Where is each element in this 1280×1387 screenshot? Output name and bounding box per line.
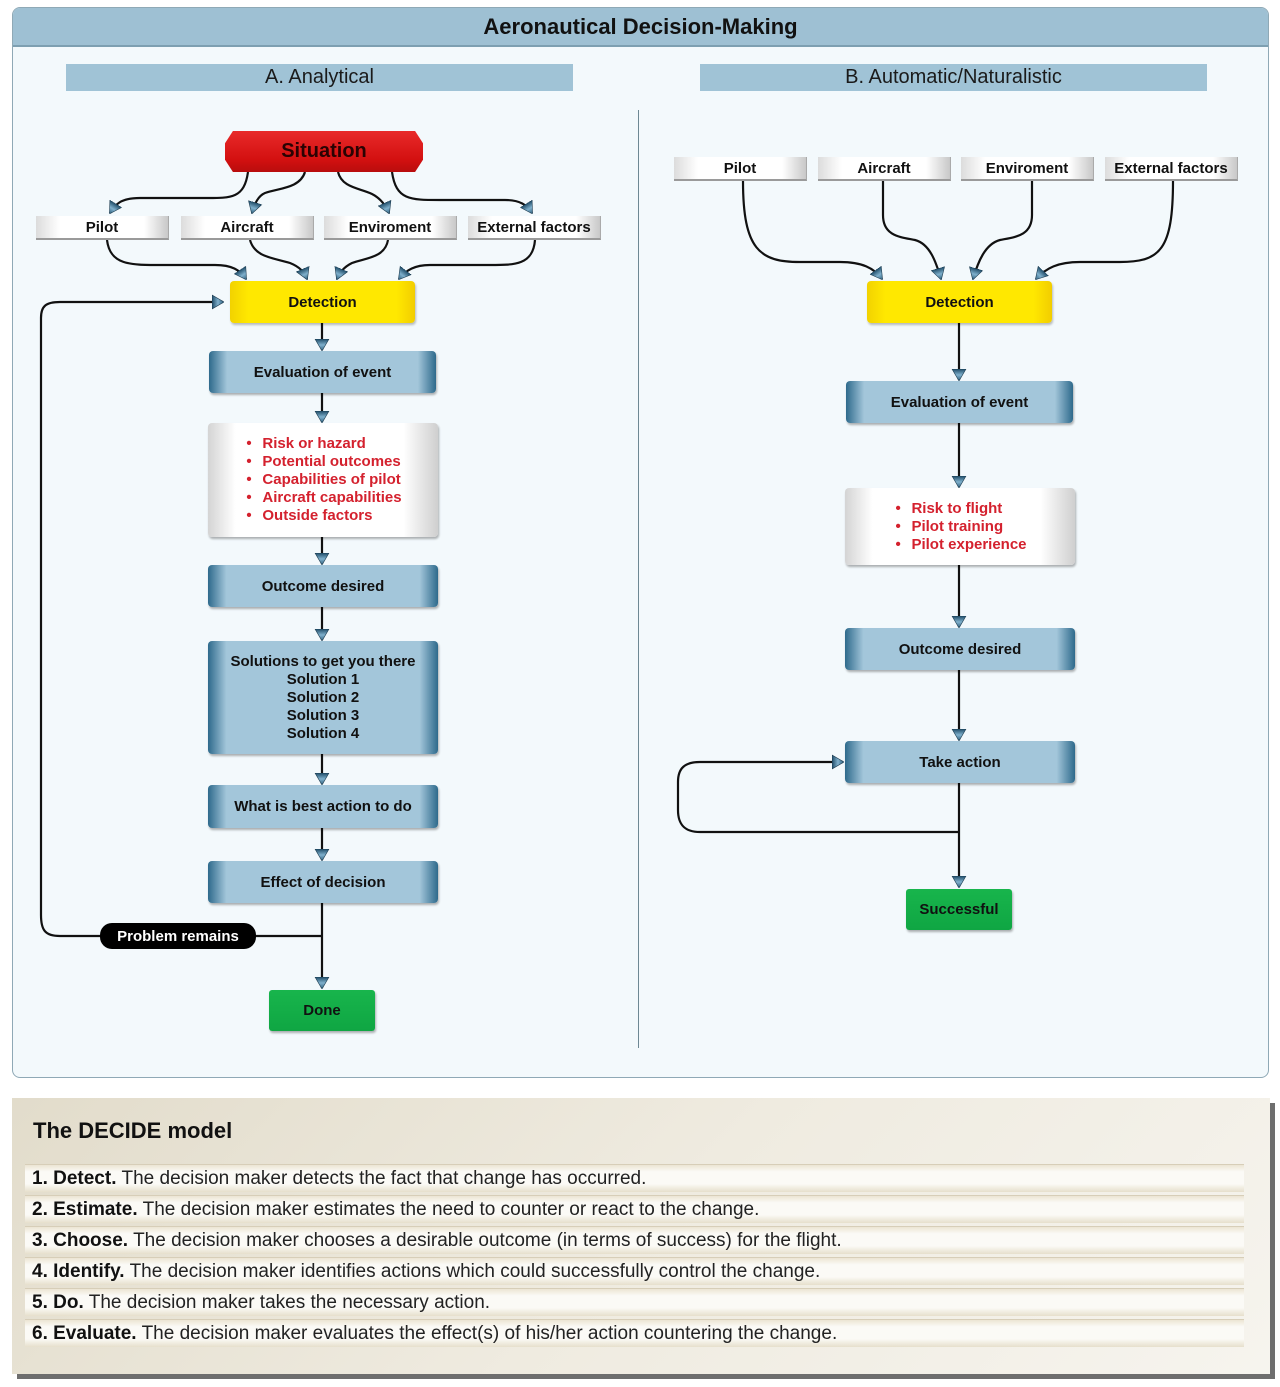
connector-aircraft-detection	[248, 239, 307, 279]
consideration-item: Risk to flight	[895, 500, 1026, 518]
solutions-node: Solutions to get you there Solution 1 So…	[208, 641, 438, 754]
done-node: Done	[269, 990, 375, 1031]
connector-situation-pilot	[109, 171, 250, 213]
decide-step: 2. Estimate.The decision maker estimates…	[25, 1195, 1244, 1223]
solution-item: Solution 2	[286, 688, 360, 706]
decide-step-label: 5. Do.	[32, 1291, 84, 1313]
r-factor-pilot: Pilot	[674, 157, 807, 181]
consideration-item: Pilot experience	[895, 536, 1026, 554]
effect-node: Effect of decision	[208, 861, 438, 903]
decide-title: The DECIDE model	[33, 1118, 233, 1143]
decide-step-label: 4. Identify.	[32, 1260, 125, 1282]
connector-r-enviroment-detection	[973, 181, 1034, 279]
decide-step-text: The decision maker takes the necessary a…	[88, 1291, 491, 1313]
consideration-item: Risk or hazard	[246, 435, 401, 453]
r-detection-node: Detection	[867, 281, 1052, 323]
decide-step-label: 6. Evaluate.	[32, 1322, 137, 1344]
decide-model-panel: The DECIDE model 1. Detect.The decision …	[12, 1098, 1270, 1374]
consideration-item: Outside factors	[246, 507, 401, 525]
r-factor-enviroment: Enviroment	[961, 157, 1094, 181]
section-divider	[638, 110, 639, 1048]
connector-pilot-detection	[105, 239, 247, 279]
outcome-node: Outcome desired	[208, 565, 438, 607]
connector-situation-aircraft	[252, 171, 307, 213]
decide-step-text: The decision maker chooses a desirable o…	[133, 1229, 842, 1251]
flow-connectors	[39, 171, 1175, 1090]
successful-node: Successful	[906, 889, 1012, 930]
best-action-node: What is best action to do	[208, 785, 438, 828]
detection-node: Detection	[230, 281, 415, 323]
diagram-title: Aeronautical Decision-Making	[13, 8, 1268, 47]
problem-remains-label: Problem remains	[100, 923, 256, 949]
connector-external-detection	[399, 239, 537, 279]
consideration-item: Potential outcomes	[246, 453, 401, 471]
r-considerations-node: Risk to flight Pilot training Pilot expe…	[845, 488, 1075, 565]
decide-step-text: The decision maker identifies actions wh…	[129, 1260, 821, 1282]
consideration-item: Pilot training	[895, 518, 1026, 536]
decide-step-text: The decision maker estimates the need to…	[142, 1198, 760, 1220]
connector-r-aircraft-detection	[881, 181, 941, 279]
r-factor-external-factors: External factors	[1105, 157, 1238, 181]
analytical-header: A. Analytical	[66, 64, 573, 91]
factor-aircraft: Aircraft	[181, 216, 314, 240]
naturalistic-header: B. Automatic/Naturalistic	[700, 64, 1207, 91]
connector-situation-external	[390, 171, 533, 213]
take-action-node: Take action	[845, 741, 1075, 783]
solution-item: Solution 3	[286, 706, 360, 724]
connector-enviroment-detection	[337, 239, 390, 279]
factor-pilot: Pilot	[36, 216, 169, 240]
situation-node: Situation	[225, 131, 423, 172]
evaluation-node: Evaluation of event	[209, 351, 436, 393]
r-outcome-node: Outcome desired	[845, 628, 1075, 670]
factor-external-factors: External factors	[468, 216, 601, 240]
consideration-item: Capabilities of pilot	[246, 471, 401, 489]
decide-step-label: 3. Choose.	[32, 1229, 129, 1251]
consideration-item: Aircraft capabilities	[246, 489, 401, 507]
decide-step-label: 1. Detect.	[32, 1167, 117, 1189]
connector-problem-loop	[39, 302, 322, 938]
decide-step: 5. Do.The decision maker takes the neces…	[25, 1288, 1244, 1316]
decide-step-text: The decision maker evaluates the effect(…	[141, 1322, 838, 1344]
r-evaluation-node: Evaluation of event	[846, 381, 1073, 423]
considerations-node: Risk or hazard Potential outcomes Capabi…	[208, 423, 438, 537]
connector-r-pilot-detection	[741, 180, 882, 279]
decide-step-text: The decision maker detects the fact that…	[121, 1167, 647, 1189]
decide-step: 3. Choose.The decision maker chooses a d…	[25, 1226, 1244, 1254]
factor-enviroment: Enviroment	[324, 216, 457, 240]
r-factor-aircraft: Aircraft	[818, 157, 951, 181]
connector-r-action-loop	[676, 762, 959, 834]
connector-r-external-detection	[1036, 180, 1175, 279]
connector-situation-enviroment	[336, 171, 389, 213]
decide-step: 6. Evaluate.The decision maker evaluates…	[25, 1319, 1244, 1347]
decide-step-label: 2. Estimate.	[32, 1198, 138, 1220]
decide-step: 1. Detect.The decision maker detects the…	[25, 1164, 1244, 1192]
solution-item: Solution 4	[286, 724, 360, 742]
solution-item: Solution 1	[286, 670, 360, 688]
solutions-title: Solutions to get you there	[230, 652, 416, 670]
decide-step: 4. Identify.The decision maker identifie…	[25, 1257, 1244, 1285]
